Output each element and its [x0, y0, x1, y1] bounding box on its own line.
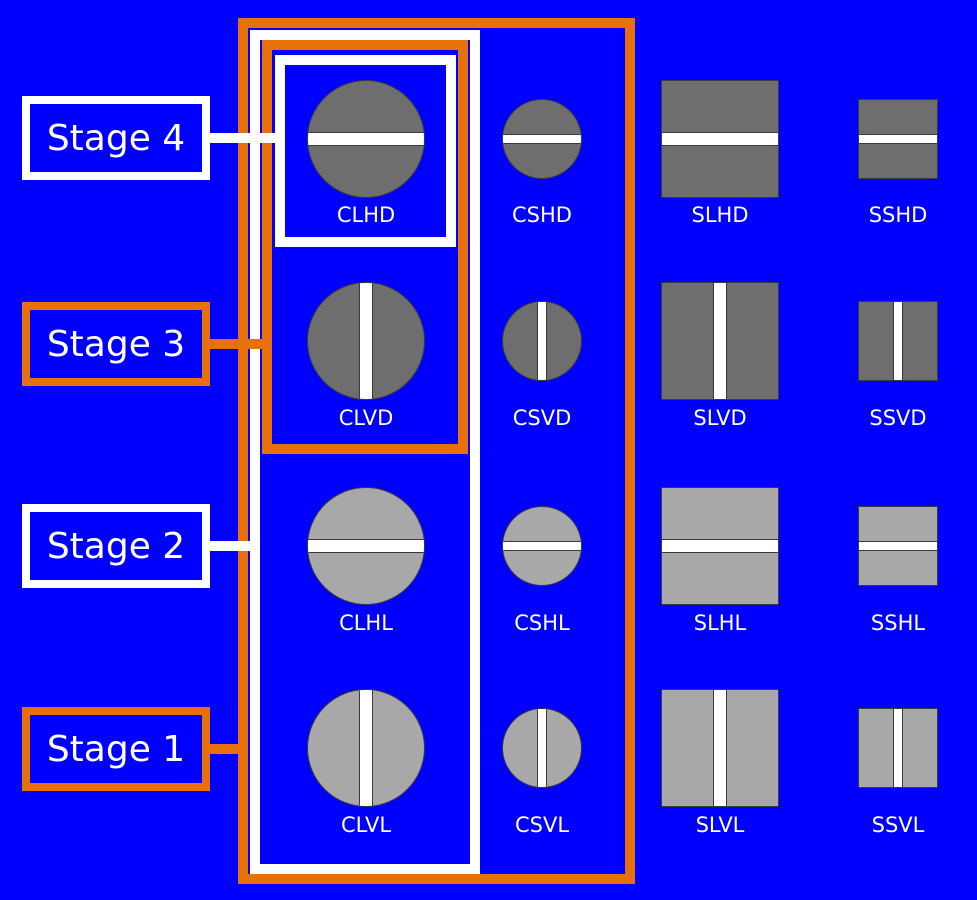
stripe — [503, 134, 581, 144]
stripe — [859, 134, 937, 144]
stripe — [859, 541, 937, 551]
stimulus-label: SSVL — [871, 813, 925, 837]
stripe — [713, 283, 727, 399]
stimulus-label: CSVL — [514, 813, 570, 837]
stage-4-box: Stage 4 — [22, 96, 210, 180]
stage-1-frame — [238, 18, 635, 884]
stimulus-label: CLVD — [338, 406, 394, 430]
circle-stimulus-clhl — [307, 487, 425, 605]
circle-stimulus-clvd — [307, 282, 425, 400]
stage-1-connector — [208, 744, 241, 754]
stripe — [662, 539, 778, 553]
stage-4-connector — [208, 133, 278, 143]
stimulus-label: SSHL — [870, 611, 926, 635]
square-stimulus-sshd — [858, 99, 938, 179]
stage-label: Stage 3 — [46, 323, 186, 365]
stimulus-label: SLVD — [693, 406, 747, 430]
stripe — [308, 539, 424, 553]
stage-label: Stage 4 — [46, 117, 186, 159]
stage-1-box: Stage 1 — [22, 707, 210, 791]
stimulus-label: SSVD — [869, 406, 927, 430]
stimulus-label: SSHD — [868, 203, 928, 227]
stripe — [503, 541, 581, 551]
stage-3-connector — [208, 339, 265, 349]
circle-stimulus-cshd — [502, 99, 582, 179]
stripe — [537, 302, 547, 380]
circle-stimulus-cshl — [502, 506, 582, 586]
stripe — [308, 132, 424, 146]
square-stimulus-slvl — [661, 689, 779, 807]
stripe — [893, 709, 903, 787]
stage-2-box: Stage 2 — [22, 504, 210, 588]
stage-3-box: Stage 3 — [22, 302, 210, 386]
square-stimulus-sshl — [858, 506, 938, 586]
square-stimulus-slhd — [661, 80, 779, 198]
stimulus-label: SLHL — [693, 611, 747, 635]
stimulus-label: SLVL — [695, 813, 745, 837]
square-stimulus-slhl — [661, 487, 779, 605]
stimulus-label: SLHD — [691, 203, 749, 227]
stage-4-frame — [275, 55, 456, 247]
square-stimulus-ssvl — [858, 708, 938, 788]
stimulus-label: CSHL — [514, 611, 570, 635]
stripe — [713, 690, 727, 806]
stage-label: Stage 1 — [46, 728, 186, 770]
circle-stimulus-clvl — [307, 689, 425, 807]
circle-stimulus-csvl — [502, 708, 582, 788]
square-stimulus-slvd — [661, 282, 779, 400]
stimulus-label: CLVL — [340, 813, 392, 837]
stage-2-frame — [250, 30, 480, 874]
stage-label: Stage 2 — [46, 525, 186, 567]
stripe — [359, 690, 373, 806]
stripe — [359, 283, 373, 399]
stage-3-frame — [262, 40, 468, 454]
stimulus-label: CLHD — [336, 203, 396, 227]
circle-stimulus-clhd — [307, 80, 425, 198]
circle-stimulus-csvd — [502, 301, 582, 381]
stage-2-connector — [208, 541, 253, 551]
stimulus-label: CLHL — [339, 611, 393, 635]
stripe — [537, 709, 547, 787]
stimulus-label: CSVD — [512, 406, 572, 430]
square-stimulus-ssvd — [858, 301, 938, 381]
stripe — [662, 132, 778, 146]
stimulus-label: CSHD — [512, 203, 572, 227]
stripe — [893, 302, 903, 380]
